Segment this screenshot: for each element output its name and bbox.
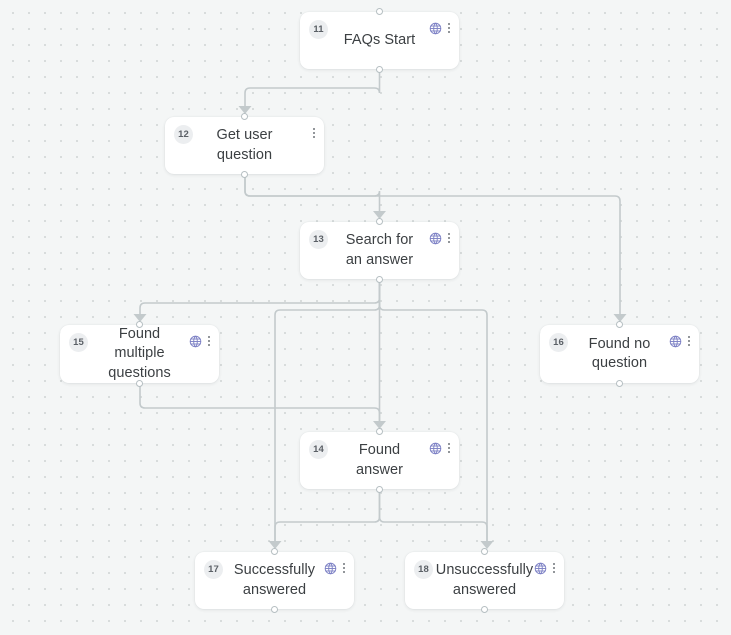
kebab-menu-icon[interactable]	[342, 561, 346, 575]
kebab-menu-icon[interactable]	[207, 334, 211, 348]
node-title: Found no question	[588, 335, 651, 371]
globe-icon[interactable]	[429, 232, 442, 245]
flow-node-16[interactable]: 16 Found no question	[540, 321, 699, 387]
node-toolbar	[324, 560, 346, 576]
node-port-top[interactable]	[616, 321, 623, 328]
node-title: Unsuccessfully answered	[435, 562, 534, 598]
node-id-badge: 18	[414, 560, 433, 579]
kebab-menu-icon[interactable]	[552, 561, 556, 575]
kebab-menu-icon[interactable]	[687, 334, 691, 348]
node-id-badge: 14	[309, 440, 328, 459]
node-toolbar	[189, 333, 211, 349]
node-toolbar	[669, 333, 691, 349]
node-id-badge: 16	[549, 333, 568, 352]
kebab-menu-icon[interactable]	[447, 231, 451, 245]
edge-15-to-14[interactable]	[139, 382, 381, 428]
node-port-bottom[interactable]	[376, 486, 383, 493]
globe-icon[interactable]	[429, 22, 442, 35]
node-title: Get user question	[216, 127, 273, 163]
node-port-bottom[interactable]	[481, 606, 488, 613]
edge-12-to-13[interactable]	[244, 173, 381, 218]
node-toolbar	[534, 560, 556, 576]
node-toolbar	[429, 20, 451, 36]
node-port-bottom[interactable]	[616, 380, 623, 387]
node-title: Successfully answered	[233, 562, 316, 598]
edge-13-to-15[interactable]	[139, 278, 381, 321]
node-port-top[interactable]	[481, 548, 488, 555]
edge-14-to-17[interactable]	[274, 488, 381, 548]
kebab-menu-icon[interactable]	[447, 441, 451, 455]
node-id-badge: 15	[69, 333, 88, 352]
node-port-top[interactable]	[241, 113, 248, 120]
node-port-bottom[interactable]	[136, 380, 143, 387]
node-id-badge: 17	[204, 560, 223, 579]
node-port-top[interactable]	[136, 321, 143, 328]
flow-node-15[interactable]: 15 Found multiple questions	[60, 321, 219, 387]
node-port-bottom[interactable]	[241, 171, 248, 178]
node-toolbar	[429, 440, 451, 456]
globe-icon[interactable]	[324, 562, 337, 575]
node-title: Found multiple questions	[108, 326, 171, 381]
node-port-top[interactable]	[376, 218, 383, 225]
node-id-badge: 13	[309, 230, 328, 249]
node-port-bottom[interactable]	[376, 66, 383, 73]
edge-14-to-18[interactable]	[378, 488, 488, 548]
node-port-top[interactable]	[376, 8, 383, 15]
edge-13-to-18[interactable]	[378, 278, 488, 548]
kebab-menu-icon[interactable]	[312, 126, 316, 140]
node-title: FAQs Start	[343, 31, 416, 48]
flow-node-12[interactable]: 12 Get user question	[165, 113, 324, 178]
globe-icon[interactable]	[429, 442, 442, 455]
node-toolbar	[429, 230, 451, 246]
edge-13-to-17[interactable]	[274, 278, 381, 548]
node-id-badge: 11	[309, 20, 328, 39]
node-id-badge: 12	[174, 125, 193, 144]
kebab-menu-icon[interactable]	[447, 21, 451, 35]
node-port-bottom[interactable]	[376, 276, 383, 283]
globe-icon[interactable]	[534, 562, 547, 575]
node-toolbar	[312, 125, 316, 141]
globe-icon[interactable]	[669, 335, 682, 348]
node-port-top[interactable]	[271, 548, 278, 555]
node-port-bottom[interactable]	[271, 606, 278, 613]
edge-11-to-12[interactable]	[244, 68, 381, 113]
node-port-top[interactable]	[376, 428, 383, 435]
flow-node-17[interactable]: 17 Successfully answered	[195, 548, 354, 613]
globe-icon[interactable]	[189, 335, 202, 348]
